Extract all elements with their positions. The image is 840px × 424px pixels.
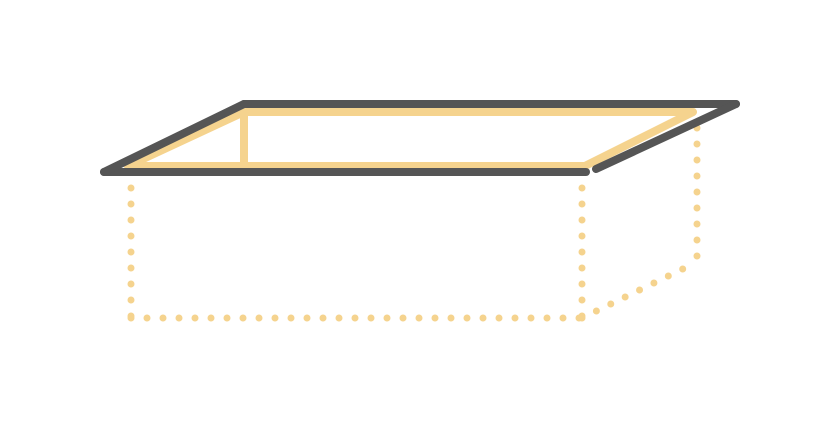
inner-rim-outline	[124, 108, 697, 170]
rim-outline	[100, 100, 740, 176]
rim-left-edge	[100, 100, 248, 176]
hidden-body-edges	[127, 124, 701, 322]
inner-rim-edges	[124, 108, 697, 170]
rim-right-edge	[592, 100, 740, 173]
hidden-bottom-right-edge	[578, 258, 701, 322]
